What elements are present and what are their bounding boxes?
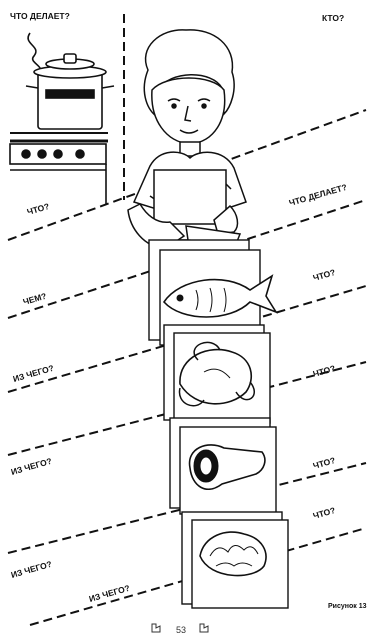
face-icon	[152, 78, 225, 144]
steam-icon	[28, 33, 41, 72]
chicken-picture	[164, 325, 270, 423]
apron-icon	[154, 170, 226, 224]
label-from-what-3: ИЗ ЧЕГО?	[10, 559, 53, 580]
pot-icon	[38, 72, 102, 129]
meat-picture	[170, 418, 276, 514]
label-what-4: ЧТО?	[312, 455, 337, 471]
label-with-what: ЧЕМ?	[22, 291, 48, 307]
figure-caption: Рисунок 13	[328, 603, 367, 610]
page-number: 53	[176, 625, 186, 635]
label-what-2: ЧТО?	[312, 267, 337, 283]
label-from-what-1: ИЗ ЧЕГО?	[12, 363, 55, 384]
label-from-what-4: ИЗ ЧЕГО?	[88, 583, 131, 604]
label-what-3: ЧТО?	[312, 363, 337, 379]
label-what-5: ЧТО?	[312, 505, 337, 521]
pointing-hand-right-icon	[200, 624, 208, 632]
stove-with-pot-picture	[10, 33, 114, 205]
cabbage-picture	[182, 512, 288, 608]
label-what-does-top: ЧТО ДЕЛАЕТ?	[10, 11, 70, 21]
label-who: КТО?	[322, 13, 344, 23]
label-from-what-2: ИЗ ЧЕГО?	[10, 456, 53, 477]
label-what-does-2: ЧТО ДЕЛАЕТ?	[288, 182, 348, 208]
woman-cook-picture	[128, 30, 246, 248]
label-what-1: ЧТО?	[26, 201, 51, 217]
pointing-hand-left-icon	[152, 624, 160, 632]
